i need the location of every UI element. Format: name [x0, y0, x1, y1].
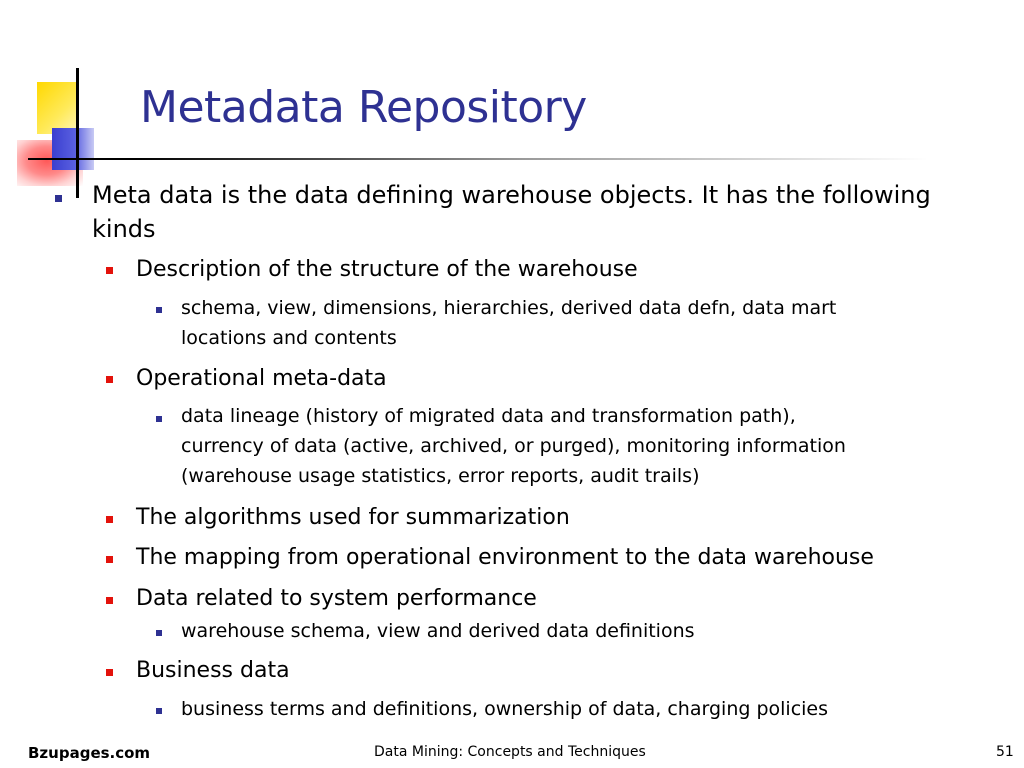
page-number: 51 [996, 744, 1014, 760]
bullet-level2: Operational meta-data [136, 366, 387, 391]
bullet-marker-level2 [106, 556, 113, 563]
bullet-level2: Business data [136, 658, 290, 683]
bullet-level3-line: data lineage (history of migrated data a… [181, 405, 796, 427]
bullet-level1-line: kinds [92, 215, 156, 243]
bullet-marker-level3 [156, 630, 162, 636]
bullet-marker-level3 [156, 416, 162, 422]
bullet-level2: The algorithms used for summarization [136, 505, 570, 530]
logo-yellow-square [37, 82, 77, 134]
bullet-level3-line: currency of data (active, archived, or p… [181, 435, 846, 457]
bullet-marker-level2 [106, 516, 113, 523]
logo-vertical-line [76, 68, 79, 198]
bullet-marker-level2 [106, 597, 113, 604]
bullet-level1-line: Meta data is the data defining warehouse… [92, 181, 931, 209]
footer-title: Data Mining: Concepts and Techniques [374, 744, 646, 760]
bullet-level3-line: (warehouse usage statistics, error repor… [181, 465, 700, 487]
bullet-level3-line: schema, view, dimensions, hierarchies, d… [181, 297, 837, 319]
bullet-marker-level1 [55, 195, 62, 202]
bullet-marker-level2 [106, 376, 113, 383]
logo-blue-square [52, 128, 94, 170]
footer-source: Bzupages.com [28, 744, 151, 762]
bullet-marker-level3 [156, 307, 162, 313]
bullet-level3-line: locations and contents [181, 327, 397, 349]
bullet-level3-line: warehouse schema, view and derived data … [181, 620, 695, 642]
bullet-marker-level2 [106, 669, 113, 676]
bullet-level2: Description of the structure of the ware… [136, 257, 638, 282]
title-underline [28, 158, 928, 160]
bullet-level3-line: business terms and definitions, ownershi… [181, 698, 829, 720]
bullet-level2: Data related to system performance [136, 586, 537, 611]
slide-title: Metadata Repository [140, 82, 587, 133]
bullet-level2: The mapping from operational environment… [136, 545, 874, 570]
bullet-marker-level3 [156, 708, 162, 714]
bullet-marker-level2 [106, 267, 113, 274]
